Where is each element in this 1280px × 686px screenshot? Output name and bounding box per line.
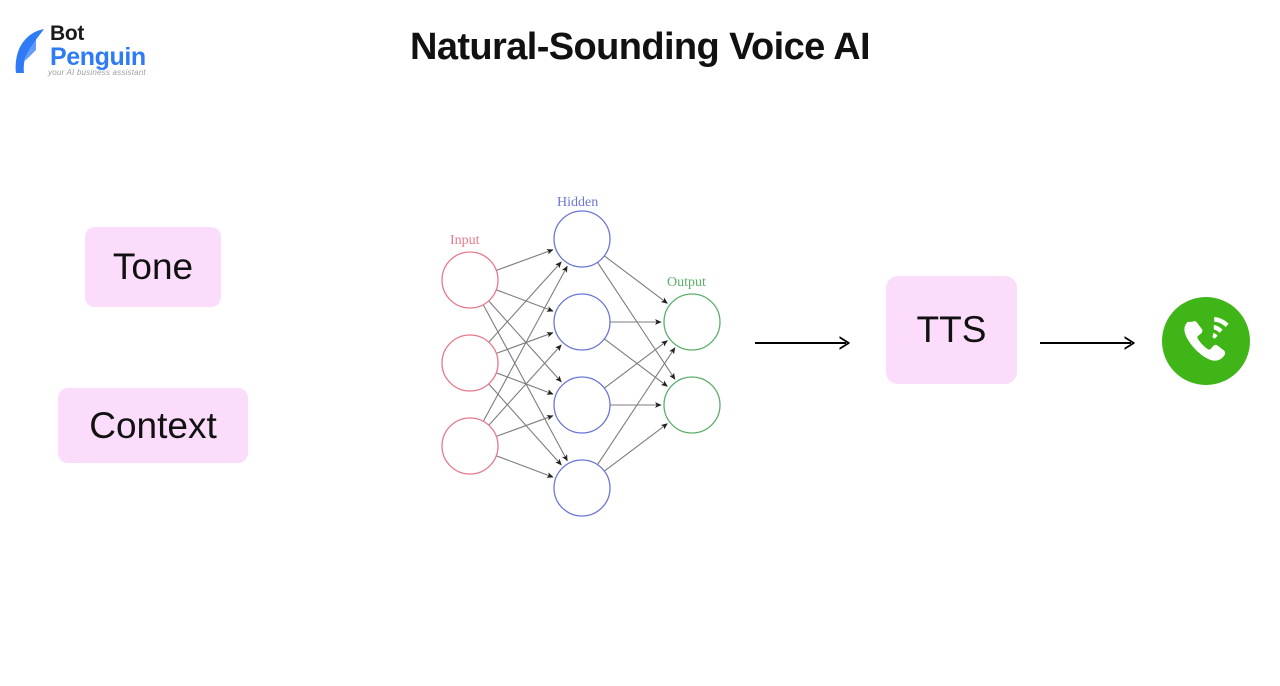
- nn-input-label: Input: [450, 233, 480, 248]
- nn-node: [441, 251, 499, 309]
- nn-node: [553, 293, 611, 351]
- brand-logo: Bot Penguin: [14, 22, 184, 84]
- context-box: Context: [58, 388, 248, 463]
- phone-call-icon: [1162, 297, 1250, 385]
- tts-label: TTS: [916, 309, 987, 350]
- tts-box: TTS: [886, 276, 1017, 384]
- nn-node: [553, 210, 611, 268]
- nn-node: [441, 334, 499, 392]
- logo-bot-text: Bot: [50, 22, 85, 45]
- context-label: Context: [89, 404, 217, 446]
- tone-label: Tone: [112, 246, 194, 287]
- tone-box: Tone: [85, 227, 221, 307]
- nn-hidden-label: Hidden: [557, 195, 599, 210]
- nn-node: [553, 376, 611, 434]
- nn-node: [441, 417, 499, 475]
- page-title: Natural-Sounding Voice AI: [409, 26, 871, 68]
- nn-node: [663, 376, 721, 434]
- logo-wordmark: Bot Penguin: [50, 22, 146, 71]
- nn-node: [553, 459, 611, 517]
- nn-output-label: Output: [667, 275, 706, 290]
- nn-node: [663, 293, 721, 351]
- logo-penguin-text: Penguin: [50, 43, 146, 71]
- logo-tagline: your AI business assistant: [48, 68, 146, 77]
- penguin-icon: [15, 29, 44, 73]
- phone-circle: [1162, 297, 1250, 385]
